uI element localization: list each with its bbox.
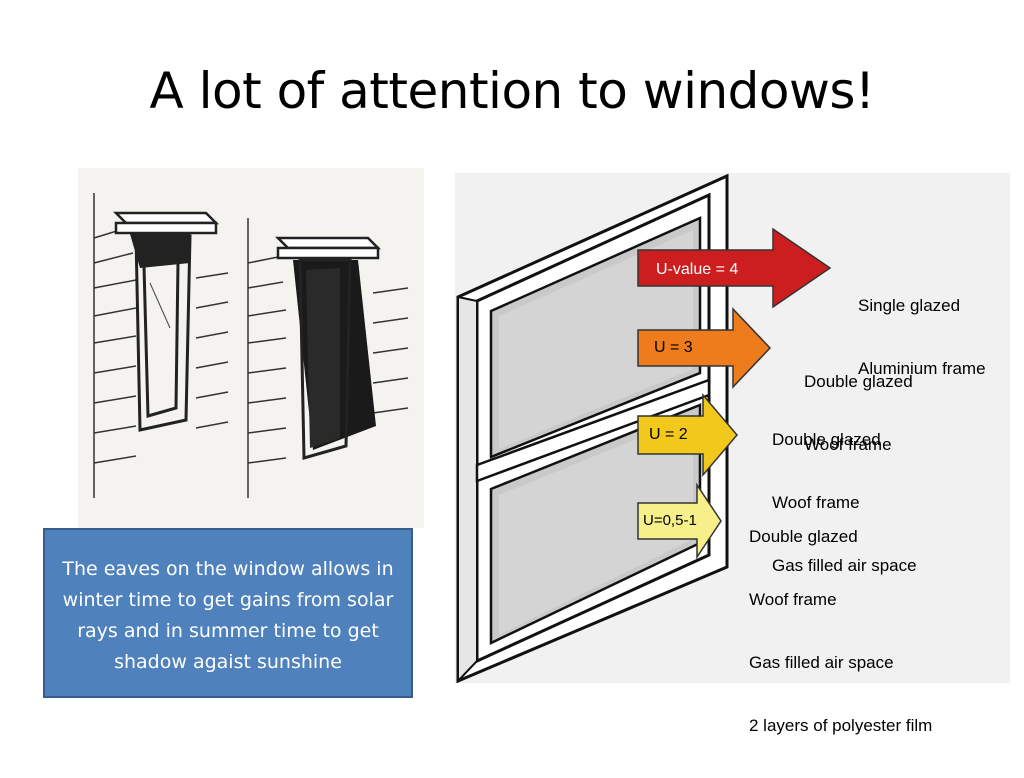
slide-title: A lot of attention to windows! [149,62,875,120]
eaves-note-text: The eaves on the window allows in winter… [62,558,394,673]
desc-u05-line: Double glazed [749,527,858,546]
eaves-note-box: The eaves on the window allows in winter… [43,528,413,698]
desc-u4-line: Aluminium frame [858,359,986,378]
desc-u05-line: Woof frame [749,590,837,609]
arrow-u05 [637,482,722,560]
arrow-label-u3: U = 3 [654,339,693,356]
desc-u2: Double glazed Woof frame Gas filled air … [772,387,917,618]
arrow-u2 [637,392,738,478]
desc-u4-line: Single glazed [858,296,961,315]
eave-sketch-graphic [93,193,409,498]
desc-u3-line: Double glazed [804,372,913,391]
desc-u2-line: Gas filled air space [772,556,917,575]
desc-u2-line: Woof frame [772,493,860,512]
arrow-label-u05: U=0,5-1 [643,512,697,529]
desc-u3-line: Woof frame [804,435,892,454]
desc-u3: Double glazed Woof frame [804,329,913,497]
desc-u05-line: 2 layers of polyester film [749,716,933,735]
arrow-u3 [637,307,772,389]
u-value-arrows [637,227,832,560]
arrow-label-u4: U-value = 4 [656,261,739,278]
window-u-value-diagram: U-value = 4 U = 3 U = 2 U=0,5-1 Single g… [455,173,1010,735]
desc-u2-line: Double glazed [772,430,881,449]
desc-u4: Single glazed Aluminium frame [858,253,986,421]
desc-u05-line: Gas filled air space [749,653,894,672]
arrow-label-u2: U = 2 [649,426,688,443]
arrow-u4 [637,227,832,309]
desc-u05: Double glazed Woof frame Gas filled air … [749,484,932,778]
eave-sketch-illustration [78,168,424,528]
